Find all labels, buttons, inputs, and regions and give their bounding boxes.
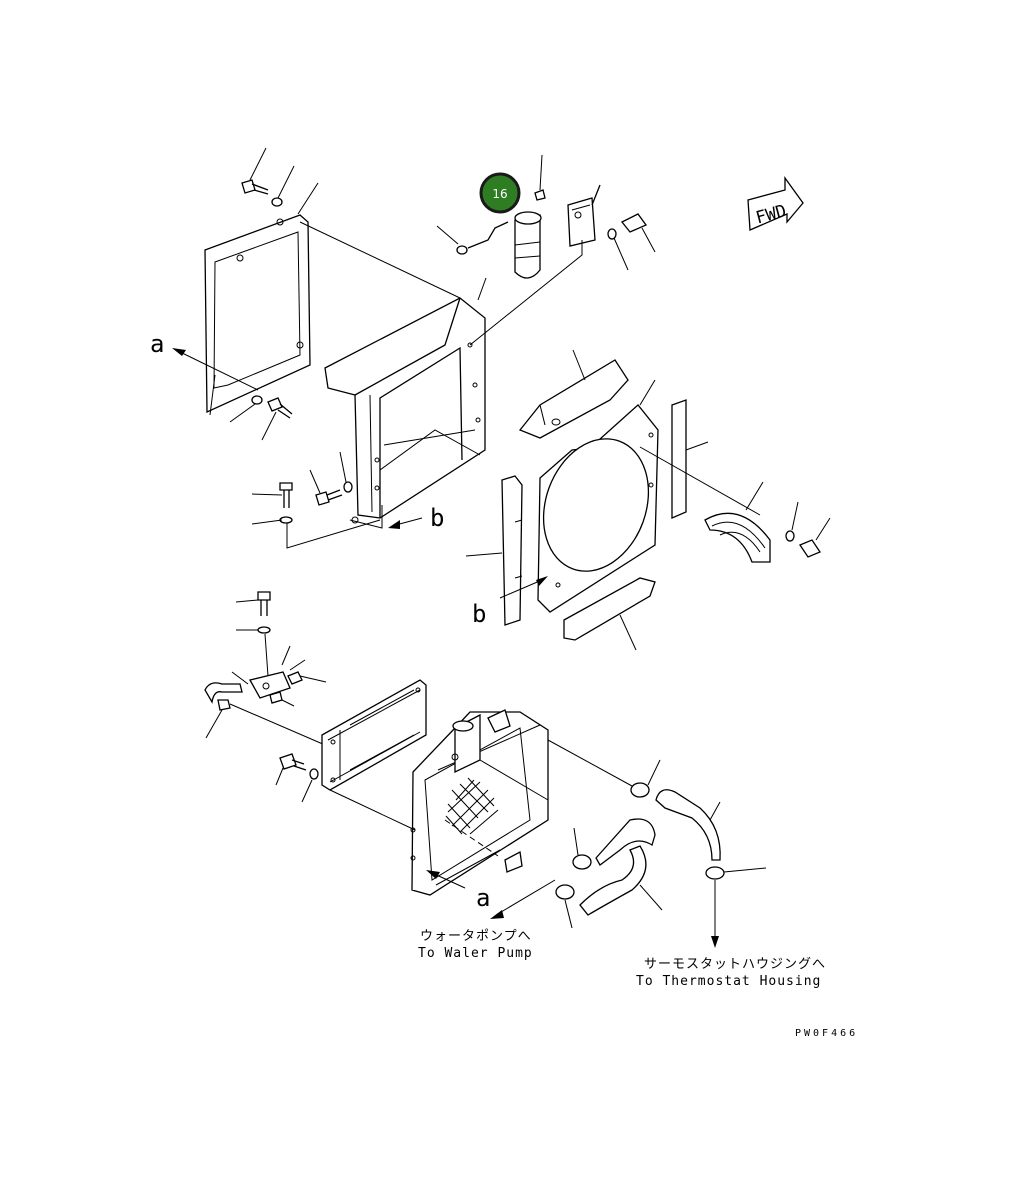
fan-guard-upper-block [518,349,629,439]
label-thermostat-jp: サーモスタットハウジングへ [644,957,826,972]
radiator-core [410,709,549,896]
bolt-shroud-base [251,482,381,549]
radiator-shroud-frame [324,297,486,529]
hose-clamp-lower [555,884,575,929]
bolt-bracket-top [235,591,271,677]
bolt-radiator-side [275,753,319,803]
drawing-code: PW0F466 [795,1028,858,1039]
fan-lower-block [563,577,656,651]
hose-clamp-upper [547,739,661,808]
bolt-upper-left [241,147,319,215]
radiator-side-bracket [321,679,427,791]
reference-letter-a-lower: a [476,884,490,912]
fan-guard-segment [639,446,831,563]
reference-letter-b-upper: b [430,504,444,532]
callout-16[interactable]: 16 [479,172,521,214]
hose-clamp-middle [572,827,592,870]
reference-letter-a-upper: a [150,330,164,358]
upper-hose [655,789,721,861]
hose-clamp-thermostat [705,866,767,948]
hose-bracket-plate [231,645,327,707]
drain-hose [204,682,333,749]
callout-16-label: 16 [492,187,507,201]
receiver-dryer [436,154,546,279]
forward-direction-badge: FWD [747,175,804,231]
upper-left-gasket-plate [204,214,311,416]
fan-side-seal-right [671,399,709,519]
bolt-shroud-side [309,451,353,506]
label-water-pump-en: To Waler Pump [418,946,533,961]
label-thermostat-en: To Thermostat Housing [636,974,821,989]
bolt-plate-lower [229,395,293,441]
label-water-pump-jp: ウォータポンプへ [420,929,532,944]
radiator-core-hatch [445,777,499,835]
lower-hose [579,818,663,916]
reference-letter-b-lower: b [472,600,486,628]
fan-side-seal-left [465,475,523,626]
fan-shroud-panel [537,379,659,613]
dryer-bracket [469,184,656,346]
